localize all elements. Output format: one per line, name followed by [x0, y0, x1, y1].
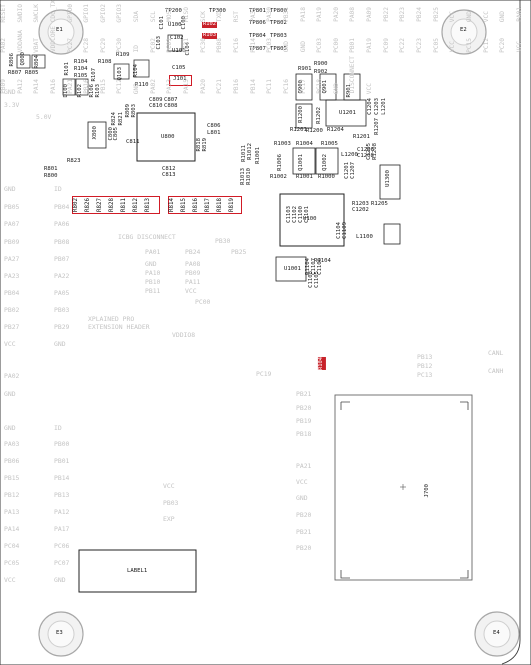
chip-u100: [279, 193, 345, 247]
chip-u800: [136, 112, 196, 162]
ref-j700: J700: [424, 484, 430, 498]
ref-tp803: TP803: [270, 33, 287, 39]
ref-label1: LABEL1: [127, 568, 148, 574]
redbox-strip-2: [168, 196, 242, 214]
ref-tp805: TP805: [270, 46, 287, 52]
ic-disconnect-label: ICBG DISCONNECT: [118, 233, 176, 241]
ref-tp806: TP806: [249, 20, 266, 26]
highlight-r103: R103: [202, 32, 217, 39]
hole-label-e4: E4: [493, 630, 500, 636]
xplained-header-2: EXTENSION HEADER: [88, 323, 150, 331]
highlight-r102: R102: [202, 21, 217, 28]
ref-u1300: U1300: [385, 170, 391, 187]
ref-tp801: TP801: [249, 8, 266, 14]
ref-u1201: U1201: [339, 110, 356, 116]
ref-u1001: U1001: [284, 266, 301, 272]
ref-tp300: TP300: [209, 8, 226, 14]
ref-tp807: TP807: [249, 46, 266, 52]
redbox-strip-1: [72, 196, 160, 214]
ref-j101: J101: [173, 76, 187, 82]
connector-j700: [334, 394, 473, 581]
ref-tp800: TP800: [270, 8, 287, 14]
ref-u100b: U100: [303, 216, 317, 222]
hole-label-e2: E2: [460, 27, 467, 33]
hole-label-e1: E1: [56, 27, 63, 33]
xplained-header-1: XPLAINED PRO: [88, 315, 135, 323]
ref-u100: U100: [168, 22, 182, 28]
hole-label-e3: E3: [56, 630, 63, 636]
ref-tp200: TP200: [165, 8, 182, 14]
label-box: [78, 549, 197, 593]
ref-tp802: TP802: [270, 20, 287, 26]
ref-u800: U800: [161, 134, 175, 140]
ref-tp804: TP804: [249, 33, 266, 39]
redbox-j101: [169, 75, 192, 86]
vcc-disconnect-label: DISCONNECT: [349, 56, 357, 94]
highlight-r104: R104: [318, 357, 326, 370]
